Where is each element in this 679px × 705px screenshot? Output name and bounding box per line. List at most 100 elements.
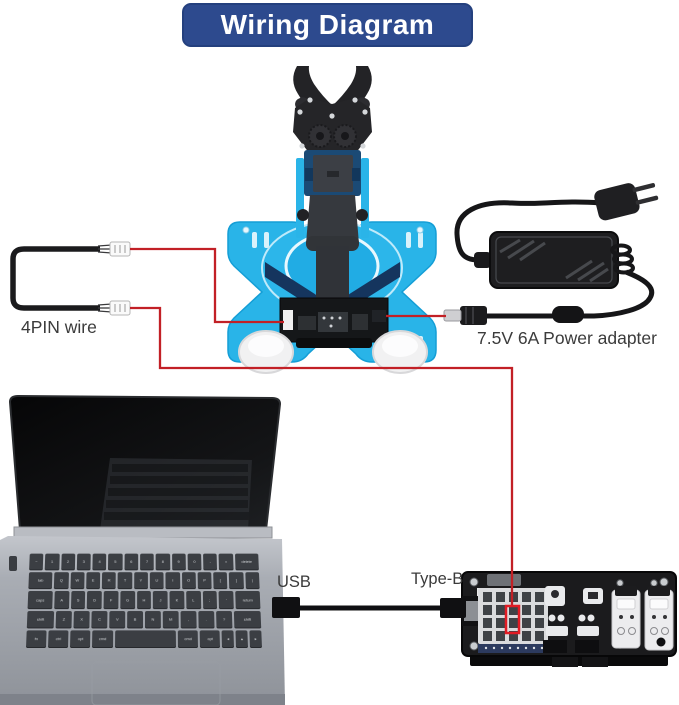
wire-4pin-to-robot (130, 247, 284, 324)
laptop-key: Z (55, 610, 73, 629)
laptop-key: R (101, 572, 117, 590)
laptop-key: Q (54, 572, 69, 590)
suction-cup-highlight (382, 335, 418, 357)
laptop-key: return (235, 591, 261, 609)
laptop-key: 9 (171, 553, 186, 571)
four-pin-top-connector (109, 241, 131, 257)
laptop-key: W (70, 572, 85, 590)
laptop-key: | (244, 572, 260, 590)
laptop-key: fn (25, 630, 47, 649)
adapter-brick (489, 231, 619, 289)
gripper-icon (293, 66, 372, 167)
laptop-key: shift (233, 610, 262, 629)
laptop-key: S (70, 591, 86, 609)
laptop-key: ' (218, 591, 234, 609)
laptop-key: A (54, 591, 70, 609)
laptop-key: 0 (187, 553, 202, 571)
cord-strain-relief (474, 252, 491, 268)
usb-plug-type-b-end (440, 598, 466, 618)
laptop-key: X (73, 610, 90, 629)
board-bottom-connector (582, 655, 608, 667)
laptop-key: P (197, 572, 212, 590)
laptop-key: K (169, 591, 185, 609)
relay-module (644, 586, 674, 651)
four-pin-wire-label: 4PIN wire (21, 317, 97, 337)
laptop-hinge (13, 526, 273, 539)
laptop-key: ◂ (221, 630, 235, 649)
wire-4pin-to-control-board (130, 306, 514, 606)
laptop-key: shift (26, 610, 55, 629)
control-board-type-b-port (464, 601, 478, 621)
robot-base-board (279, 297, 389, 348)
title-banner: Wiring Diagram (182, 3, 473, 47)
adapter-ac-cord (454, 199, 601, 263)
laptop-key: G (120, 591, 135, 609)
board-bottom-connector (552, 655, 578, 667)
laptop-key: M (162, 610, 179, 629)
laptop-key: . (198, 610, 215, 629)
laptop-key: 5 (108, 553, 123, 571)
power-adapter-barrel-plug (443, 306, 487, 325)
laptop-key: 4 (92, 553, 107, 571)
laptop-key: N (144, 610, 161, 629)
laptop-key: cmd (92, 630, 113, 649)
usb-plug-laptop-end (272, 597, 300, 618)
connection-wires (130, 247, 514, 606)
laptop-key: cmd (177, 630, 199, 649)
laptop-key: I (165, 572, 180, 590)
usb-cable-illustration (272, 597, 466, 618)
robot-base-board-right-port (372, 310, 386, 322)
adapter-dc-cord (486, 243, 655, 319)
laptop-key: U (149, 572, 164, 590)
laptop-key: opt (199, 630, 221, 649)
type-b-label: Type-B (411, 570, 464, 588)
laptop-key: O (181, 572, 196, 590)
laptop-key: 6 (124, 553, 139, 571)
laptop-key: delete (234, 553, 259, 571)
laptop-key: C (91, 610, 108, 629)
laptop-key: [ (213, 572, 228, 590)
laptop-trackpad (91, 661, 221, 705)
robot-arm-illustration (227, 66, 437, 374)
laptop-key: 7 (140, 553, 154, 571)
pin-header-module (478, 588, 548, 653)
laptop-key: 2 (60, 553, 76, 571)
laptop-key: ▴ (235, 630, 249, 649)
laptop-key: J (153, 591, 168, 609)
laptop-illustration (0, 394, 285, 705)
laptop-key: B (127, 610, 144, 629)
laptop-key: L (185, 591, 201, 609)
laptop-key: 1 (44, 553, 60, 571)
cord-inline-ferrite (552, 306, 584, 323)
relay-module (611, 586, 641, 649)
laptop-key: Y (133, 572, 148, 590)
laptop-key: ctrl (48, 630, 69, 649)
brick-stripes (499, 238, 609, 283)
laptop-key: ; (202, 591, 218, 609)
laptop-key (114, 630, 177, 649)
laptop-key: opt (70, 630, 91, 649)
board-middle-components (543, 586, 603, 653)
four-pin-bottom-connector (109, 300, 131, 316)
laptop-key: tab (28, 572, 53, 590)
laptop-key: T (117, 572, 133, 590)
laptop-key: V (109, 610, 126, 629)
ribbon-connector (487, 574, 521, 586)
laptop-key: D (87, 591, 103, 609)
laptop-key: - (203, 553, 218, 571)
usb-label: USB (277, 573, 311, 591)
two-prong-plug-icon (594, 183, 659, 221)
laptop-key: E (86, 572, 101, 590)
laptop-key: ~ (29, 553, 44, 571)
power-adapter-label: 7.5V 6A Power adapter (477, 328, 657, 348)
power-adapter-illustration (443, 183, 659, 325)
laptop-key: , (180, 610, 197, 629)
laptop-key: ] (229, 572, 244, 590)
screen-reflection (100, 458, 252, 530)
laptop-key: 8 (155, 553, 170, 571)
laptop-side-port (9, 556, 17, 571)
control-board-illustration (461, 571, 677, 667)
